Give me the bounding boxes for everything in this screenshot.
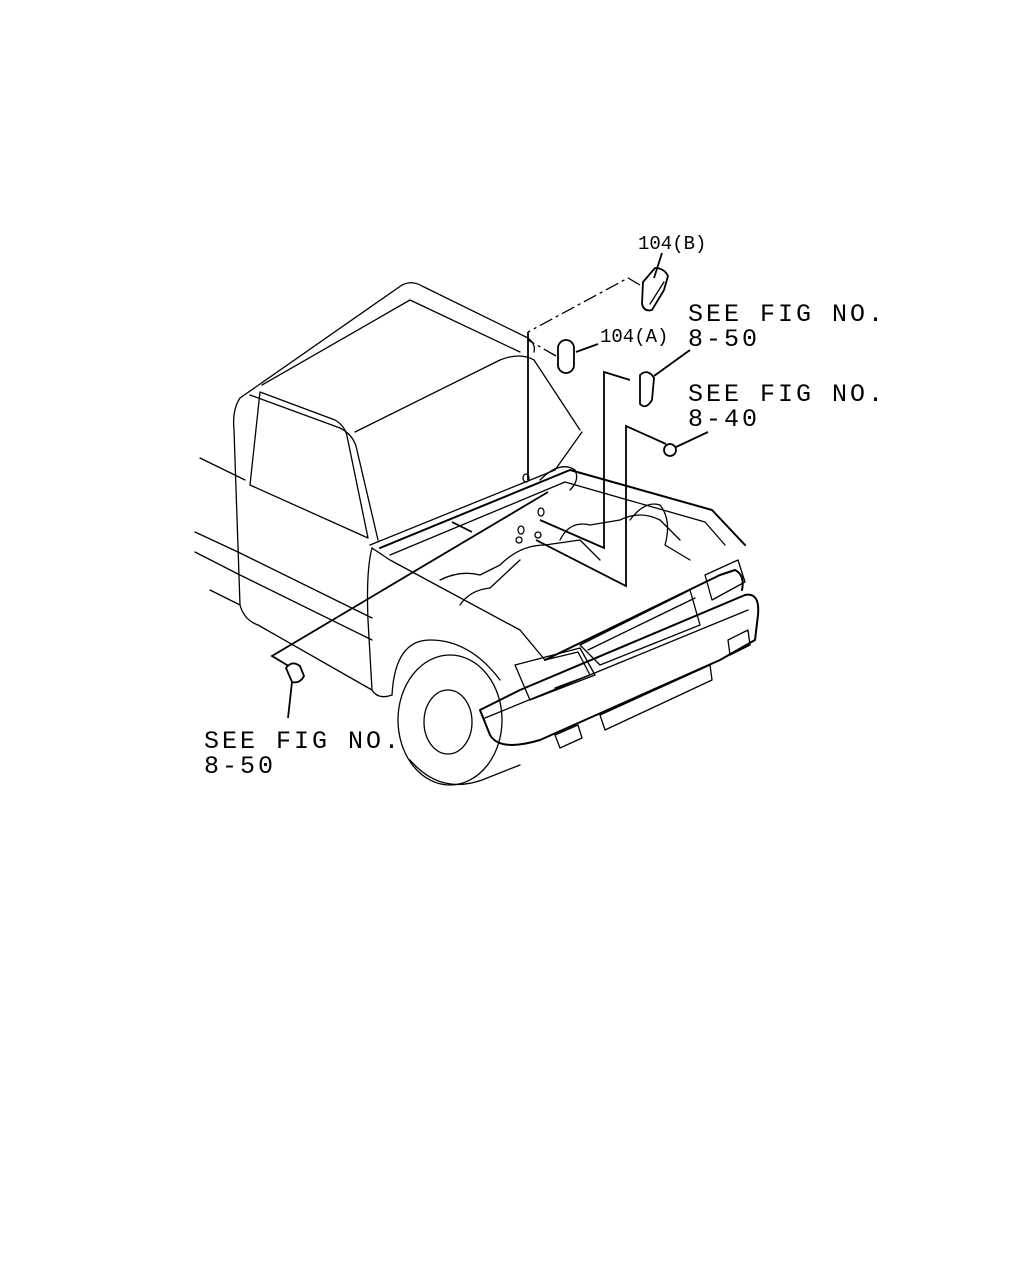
- ref-bottom-part-shape: [284, 662, 305, 684]
- leader-104a: [527, 339, 557, 357]
- label-ref-mid-line1: SEE FIG NO.: [688, 380, 886, 409]
- part-shapes: [284, 267, 677, 684]
- front-fender: [366, 547, 393, 698]
- a-pillar: [249, 394, 379, 541]
- engine-bay-right: [629, 503, 691, 561]
- headlamp-right: [704, 559, 746, 601]
- tire-bottom: [409, 759, 521, 786]
- mount-hole-4: [537, 507, 545, 517]
- firewall-hinge: [539, 466, 578, 491]
- leader-ref-bottom-tail: [287, 681, 293, 719]
- truck-illustration: [194, 282, 760, 786]
- bed-line-2: [194, 531, 239, 553]
- callout-line-104a: [575, 343, 599, 353]
- fender-top: [371, 547, 546, 661]
- leader-lines: [270, 277, 667, 719]
- part-104b-shape-edge: [649, 281, 665, 305]
- label-ref-top-line2: 8-50: [688, 325, 760, 354]
- label-ref-bottom-line2: 8-50: [204, 752, 276, 781]
- leader-ref-top: [539, 370, 631, 550]
- cab-roof-inner: [261, 299, 521, 386]
- leader-ref-mid: [535, 424, 667, 588]
- engine-bay-left: [439, 539, 601, 581]
- callout-line-ref-top: [653, 349, 691, 377]
- side-molding: [237, 551, 373, 641]
- bumper-top: [484, 609, 749, 719]
- front-rim: [423, 689, 473, 755]
- mount-hole-3: [515, 536, 523, 544]
- fog-lamp-right: [727, 629, 751, 656]
- callout-line-ref-mid: [675, 431, 709, 448]
- label-ref-bottom-line1: SEE FIG NO.: [204, 727, 402, 756]
- mount-hole-1: [522, 473, 530, 483]
- wheel-arch: [391, 639, 501, 696]
- mount-hole-5: [534, 531, 542, 539]
- bed-line-3: [194, 551, 239, 575]
- leader-pin: [451, 521, 473, 533]
- windshield: [354, 355, 581, 433]
- mount-hole-2: [517, 525, 525, 535]
- bumper-slot: [599, 664, 713, 731]
- bed-line-1: [199, 457, 246, 481]
- grille-lower: [587, 597, 696, 651]
- label-ref-mid-line2: 8-40: [688, 405, 760, 434]
- hood-edge: [379, 469, 746, 549]
- fog-lamp-left: [554, 724, 583, 749]
- bed-line-4: [209, 589, 241, 606]
- front-tire: [397, 654, 503, 786]
- label-104a: 104(A): [600, 326, 668, 348]
- ref-mid-part-shape: [663, 443, 677, 457]
- label-104b: 104(B): [638, 233, 706, 255]
- label-ref-top-line1: SEE FIG NO.: [688, 300, 886, 329]
- part-104a-shape: [557, 339, 575, 374]
- part-104b-shape: [641, 267, 669, 312]
- front-bumper: [479, 593, 760, 746]
- callout-labels: 104(B) 104(A) SEE FIG NO. 8-50 SEE FIG N…: [204, 233, 886, 781]
- cab-roof: [239, 282, 536, 399]
- leader-ref-bottom: [270, 491, 549, 669]
- windshield-bottom: [369, 431, 583, 546]
- radiator-support: [544, 569, 744, 661]
- callout-line-104b: [653, 252, 663, 279]
- engine-bay-detail: [459, 514, 681, 606]
- leader-104b: [527, 277, 641, 333]
- hood-inner: [389, 481, 726, 556]
- ref-top-part-shape: [639, 371, 655, 408]
- side-window: [249, 391, 369, 539]
